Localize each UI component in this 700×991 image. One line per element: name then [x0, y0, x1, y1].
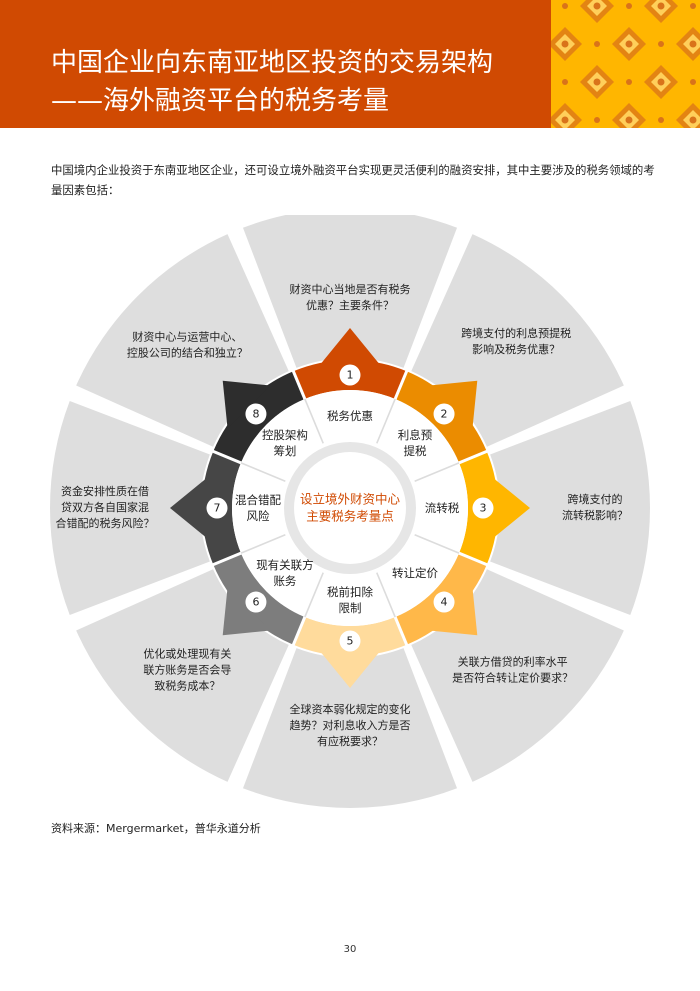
pattern-dot	[594, 41, 600, 47]
pattern-dot	[562, 79, 568, 85]
pattern-dot	[562, 3, 568, 9]
segment-number-badge-3: 3	[473, 498, 494, 519]
segment-number: 7	[214, 502, 221, 515]
decorative-pattern	[551, 0, 700, 128]
segment-label-4: 转让定价	[392, 566, 438, 580]
page-title-line-1: 中国企业向东南亚地区投资的交易架构	[51, 48, 493, 78]
pattern-dot	[626, 79, 632, 85]
segment-label-1: 税务优惠	[327, 409, 373, 423]
segment-number-badge-4: 4	[434, 592, 455, 613]
source-note: 资料来源：Mergermarket，普华永道分析	[51, 820, 261, 836]
segment-number-badge-2: 2	[434, 403, 455, 424]
pattern-dot	[690, 3, 696, 9]
tax-consideration-wheel: 12345678设立境外财资中心主要税务考量点税务优惠利息预提税流转税转让定价税…	[0, 215, 700, 815]
segment-number-badge-7: 7	[207, 498, 228, 519]
page-number: 30	[0, 944, 700, 955]
segment-number-badge-1: 1	[340, 365, 361, 386]
pattern-dot	[594, 117, 600, 123]
segment-number-badge-5: 5	[340, 631, 361, 652]
segment-label-3: 流转税	[425, 501, 460, 515]
segment-number: 1	[347, 369, 354, 382]
pattern-dot	[658, 41, 664, 47]
intro-paragraph: 中国境内企业投资于东南亚地区企业，还可设立境外融资平台实现更灵活便利的融资安排，…	[51, 160, 661, 200]
segment-number-badge-8: 8	[245, 403, 266, 424]
segment-number: 4	[441, 596, 448, 609]
pattern-dot	[658, 117, 664, 123]
pattern-dot	[626, 3, 632, 9]
segment-number: 8	[252, 407, 259, 420]
segment-number: 6	[252, 596, 259, 609]
segment-number: 2	[441, 407, 448, 420]
page-title-line-2: ——海外融资平台的税务考量	[51, 86, 389, 116]
segment-number: 5	[347, 635, 354, 648]
segment-question-6: 优化或处理现有关联方账务是否会导致税务成本？	[143, 647, 231, 693]
pattern-dot	[690, 79, 696, 85]
page-title: 中国企业向东南亚地区投资的交易架构 ——海外融资平台的税务考量	[51, 44, 493, 120]
header-banner: 中国企业向东南亚地区投资的交易架构 ——海外融资平台的税务考量	[0, 0, 700, 128]
segment-number-badge-6: 6	[245, 592, 266, 613]
segment-question-7: 资金安排性质在借贷双方各自国家混合错配的税务风险？	[56, 484, 155, 530]
segment-number: 3	[480, 502, 487, 515]
